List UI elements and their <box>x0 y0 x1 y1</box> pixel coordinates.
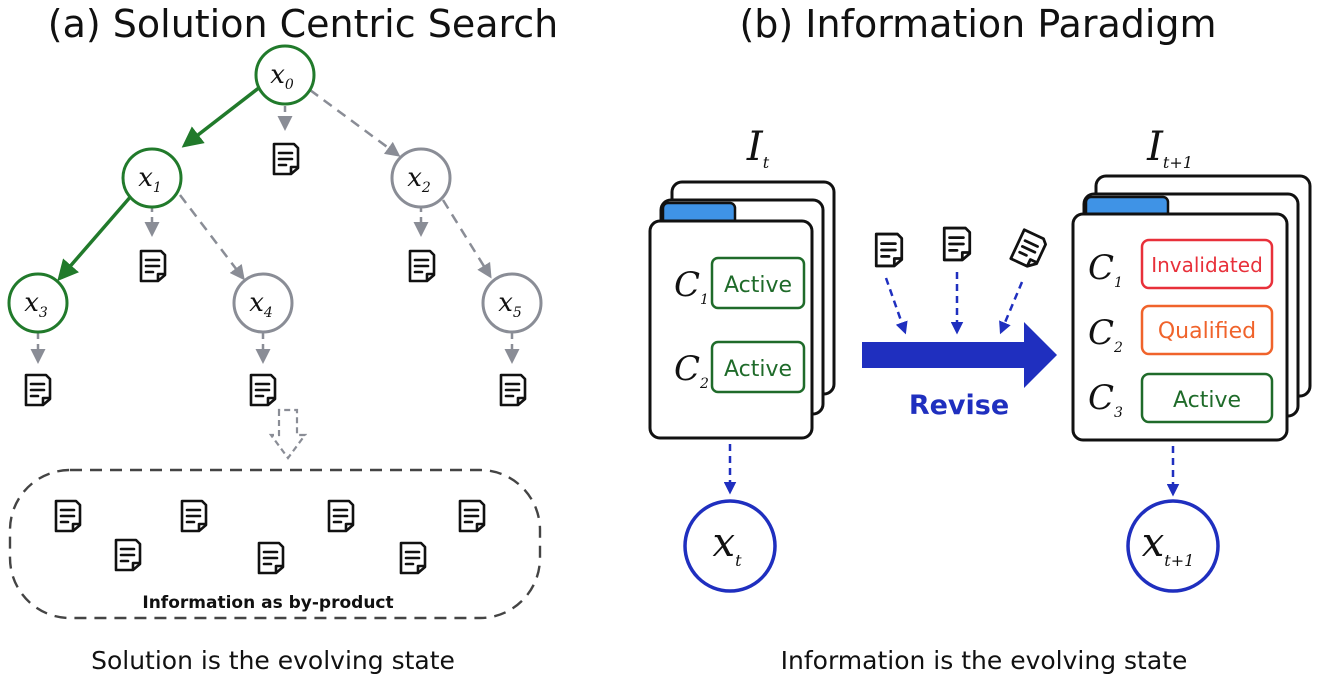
node-symbol: x <box>138 163 153 193</box>
document-icon <box>24 373 52 407</box>
status-badge <box>1140 304 1274 356</box>
tree-edges <box>57 85 492 282</box>
node-subscript: 0 <box>285 77 294 93</box>
tree-node-x2: x2 <box>390 147 452 209</box>
status-badge-text: Active <box>724 273 792 298</box>
status-badge <box>1140 372 1274 424</box>
document-icon <box>874 232 904 268</box>
svg-text:x4: x4 <box>249 288 273 321</box>
document-icon <box>249 373 277 407</box>
status-badge-text: Qualified <box>1158 319 1256 344</box>
solution-node-xt: xt <box>683 499 777 593</box>
svg-text:xt: xt <box>713 520 743 570</box>
left-caption: Solution is the evolving state <box>91 646 455 675</box>
tree-node-x1: x1 <box>121 147 183 209</box>
status-badge <box>710 340 806 394</box>
pool-label: Information as by-product <box>142 593 393 613</box>
status-badge <box>1140 238 1274 290</box>
doc-arrows <box>30 106 520 364</box>
document-icon <box>114 538 142 572</box>
node-subscript: 2 <box>421 180 431 196</box>
document-icon <box>272 142 300 176</box>
tree-node-x0: x0 <box>254 44 316 106</box>
document-icon <box>458 499 486 533</box>
solution-node-xt1: xt+1 <box>1126 499 1220 593</box>
edge-x1-x3 <box>57 193 134 282</box>
node-symbol: x <box>270 60 285 90</box>
node-subscript: 5 <box>513 305 522 321</box>
right-caption: Information is the evolving state <box>781 646 1188 675</box>
node-symbol: x <box>498 288 513 318</box>
document-icon <box>408 249 436 283</box>
document-icon <box>1009 228 1049 271</box>
svg-text:x1: x1 <box>138 163 162 196</box>
byproduct-pool <box>8 468 542 620</box>
tree-node-x4: x4 <box>232 272 294 334</box>
document-icon <box>180 499 208 533</box>
item-label-c2: C2 <box>1088 313 1123 356</box>
stack-after-label: It+1 <box>1146 124 1193 172</box>
document-icon <box>499 373 527 407</box>
into-pool-arrow <box>268 408 308 460</box>
node-subscript: 3 <box>39 305 48 321</box>
node-symbol: x <box>407 163 422 193</box>
svg-text:x2: x2 <box>407 163 431 196</box>
node-symbol: x <box>24 288 39 318</box>
document-icon <box>399 541 427 575</box>
info-stack-before <box>648 180 836 440</box>
document-icon <box>942 226 972 262</box>
status-badge-text: Active <box>1173 388 1241 413</box>
svg-text:xt+1: xt+1 <box>1142 520 1195 570</box>
item-label-c1: C1 <box>674 265 709 308</box>
edge-x0-x2 <box>309 88 401 157</box>
tree-node-x3: x3 <box>7 272 69 334</box>
edge-x1-x4 <box>179 194 245 281</box>
doc-arrow <box>999 281 1024 335</box>
item-label-c2: C2 <box>674 349 709 392</box>
svg-text:x3: x3 <box>24 288 48 321</box>
node-symbol: x <box>249 288 264 318</box>
document-icon <box>257 541 285 575</box>
svg-text:x5: x5 <box>498 288 522 321</box>
document-icon <box>327 499 355 533</box>
svg-text:x0: x0 <box>270 60 294 93</box>
revise-arrow <box>862 322 1057 388</box>
status-badge <box>710 256 806 310</box>
left-title: (a) Solution Centric Search <box>48 2 559 46</box>
status-badge-text: Active <box>724 357 792 382</box>
item-label-c3: C3 <box>1088 378 1123 421</box>
edge-x2-x5 <box>441 199 492 279</box>
document-icon <box>139 249 167 283</box>
doc-arrow <box>884 277 908 335</box>
node-subscript: 1 <box>153 180 162 196</box>
tree-node-x5: x5 <box>481 272 543 334</box>
document-icon <box>54 499 82 533</box>
revise-label: Revise <box>909 390 1009 421</box>
item-label-c1: C1 <box>1088 248 1123 291</box>
node-subscript: 4 <box>263 305 273 321</box>
right-title: (b) Information Paradigm <box>739 2 1216 46</box>
stack-before-label: It <box>746 124 770 172</box>
edge-x0-x1 <box>181 85 262 148</box>
status-badge-text: Invalidated <box>1151 253 1263 277</box>
